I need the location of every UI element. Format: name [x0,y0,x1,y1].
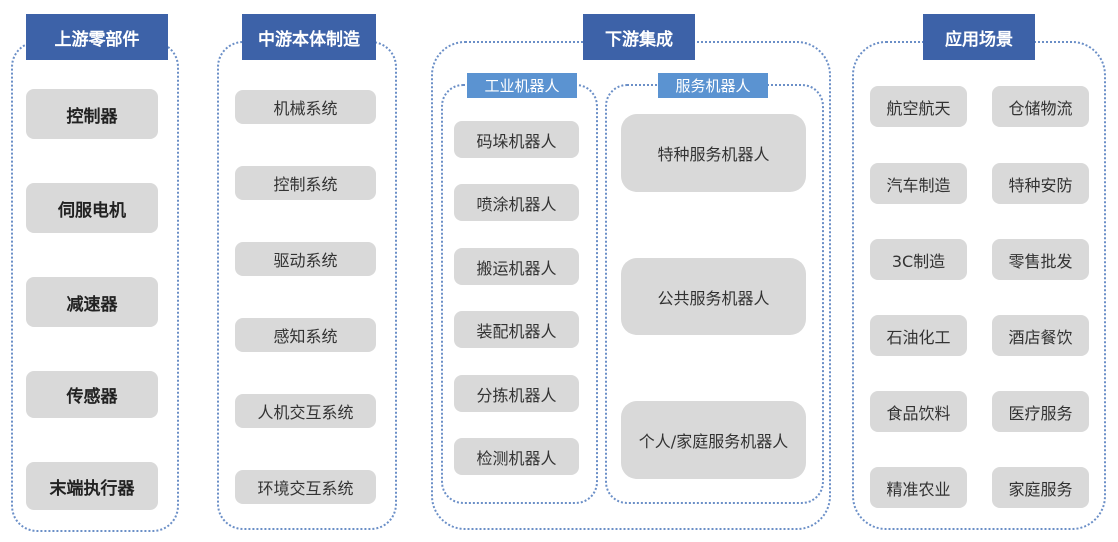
midstream-item-drive: 驱动系统 [235,242,376,276]
app-item-agriculture: 精准农业 [870,467,967,508]
midstream-item-control: 控制系统 [235,166,376,200]
upstream-item-controller: 控制器 [26,89,158,139]
applications-title: 应用场景 [923,14,1035,60]
midstream-title: 中游本体制造 [242,14,376,60]
app-item-3c: 3C制造 [870,239,967,280]
upstream-item-end-effector: 末端执行器 [26,462,158,510]
app-item-automotive: 汽车制造 [870,163,967,204]
industrial-item-sorting: 分拣机器人 [454,375,579,412]
upstream-item-servo-motor: 伺服电机 [26,183,158,233]
industrial-item-painting: 喷涂机器人 [454,184,579,221]
app-item-medical: 医疗服务 [992,391,1089,432]
app-item-hotel-catering: 酒店餐饮 [992,315,1089,356]
app-item-aerospace: 航空航天 [870,86,967,127]
upstream-item-sensor: 传感器 [26,371,158,418]
upstream-item-reducer: 减速器 [26,277,158,327]
app-item-petrochemical: 石油化工 [870,315,967,356]
industrial-item-handling: 搬运机器人 [454,248,579,285]
midstream-item-perception: 感知系统 [235,318,376,352]
upstream-title: 上游零部件 [26,14,168,60]
app-item-food-beverage: 食品饮料 [870,391,967,432]
downstream-title: 下游集成 [583,14,695,60]
service-item-public: 公共服务机器人 [621,258,806,335]
industrial-item-inspection: 检测机器人 [454,438,579,475]
app-item-warehousing: 仓储物流 [992,86,1089,127]
app-item-retail: 零售批发 [992,239,1089,280]
service-item-special: 特种服务机器人 [621,114,806,192]
app-item-security: 特种安防 [992,163,1089,204]
industrial-item-palletizing: 码垛机器人 [454,121,579,158]
midstream-item-environment: 环境交互系统 [235,470,376,504]
service-robot-title: 服务机器人 [658,73,768,98]
midstream-item-mechanical: 机械系统 [235,90,376,124]
app-item-home-service: 家庭服务 [992,467,1089,508]
industrial-item-assembly: 装配机器人 [454,311,579,348]
midstream-item-hci: 人机交互系统 [235,394,376,428]
industrial-robot-title: 工业机器人 [467,73,577,98]
service-item-personal-home: 个人/家庭服务机器人 [621,401,806,479]
